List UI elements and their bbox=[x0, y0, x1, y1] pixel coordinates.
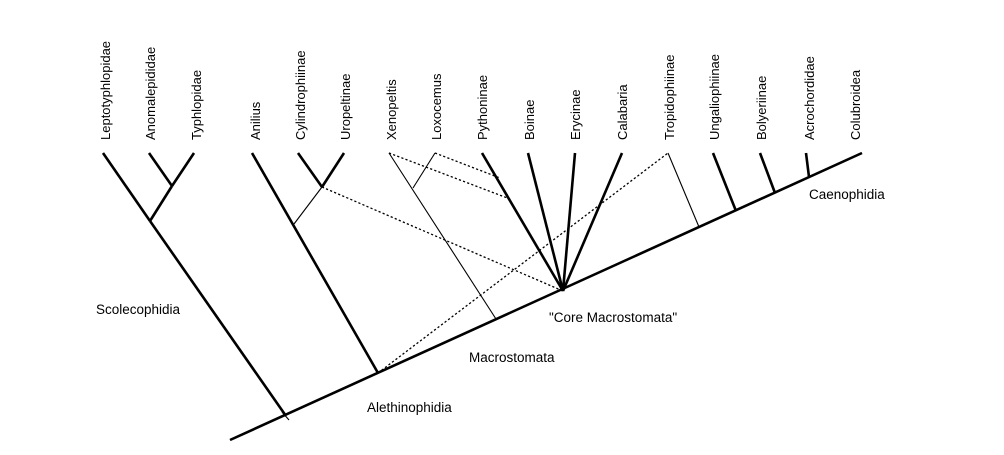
branch-bolyeriinae bbox=[758, 152, 777, 194]
branch-anilius bbox=[250, 152, 380, 374]
taxon-label-erycinae: Erycinae bbox=[568, 89, 583, 140]
branch-uropeltinae bbox=[320, 152, 346, 188]
taxon-label-bolyeriinae: Bolyeriinae bbox=[754, 76, 769, 140]
taxon-label-ungaliophiinae: Ungaliophiinae bbox=[707, 54, 722, 140]
branch-erycinae bbox=[561, 152, 577, 292]
branch-xenopeltis bbox=[388, 152, 497, 320]
branch-tropidophiinae bbox=[667, 152, 700, 228]
dotted-loxocemus-pythoninae bbox=[434, 152, 501, 179]
branch-uropeltoid-stem bbox=[293, 186, 323, 225]
branch-scolecophidia-stem bbox=[148, 220, 288, 417]
node-ticks bbox=[281, 411, 290, 421]
taxon-label-cylindrophiinae: Cylindrophiinae bbox=[293, 50, 308, 140]
branch-typhlopidae bbox=[170, 152, 196, 187]
clade-label-alethinophidia: Alethinophidia bbox=[367, 400, 452, 415]
dotted-branches bbox=[321, 152, 669, 374]
dotted-uropeltoid-core bbox=[321, 186, 564, 292]
clade-label-caenophidia: Caenophidia bbox=[809, 187, 885, 202]
branch-anomalepididae bbox=[147, 152, 174, 187]
taxon-label-typhlopidae: Typhlopidae bbox=[189, 70, 204, 140]
taxon-label-calabaria: Calabaria bbox=[615, 84, 630, 140]
branch-leptotyphlopidae bbox=[101, 152, 152, 222]
taxon-label-boinae: Boinae bbox=[522, 100, 537, 140]
clade-label-scolecophidia: Scolecophidia bbox=[96, 302, 181, 317]
taxon-label-xenopeltis: Xenopeltis bbox=[384, 79, 399, 140]
dotted-alethinophidia-tropidophiinae bbox=[377, 152, 669, 374]
branch-anomalepididae-typhlopidae bbox=[148, 185, 174, 222]
taxon-label-uropeltinae: Uropeltinae bbox=[338, 74, 353, 141]
branch-ungaliophiinae bbox=[711, 152, 738, 212]
taxon-label-acrochordidae: Acrochordidae bbox=[802, 56, 817, 140]
taxon-label-tropidophiinae: Tropidophiinae bbox=[662, 54, 677, 140]
branch-calabaria bbox=[561, 152, 624, 292]
tick-alethinophidia bbox=[281, 411, 290, 421]
taxon-label-loxocemus: Loxocemus bbox=[429, 73, 444, 140]
solid-branches bbox=[101, 151, 863, 442]
dotted-xenopeltis-pythoninae bbox=[388, 152, 511, 200]
clade-label-core-macrostomata: "Core Macrostomata" bbox=[549, 310, 677, 325]
branch-acrochordidae bbox=[804, 152, 811, 178]
branch-main-spine bbox=[229, 151, 863, 442]
tip-labels: Leptotyphlopidae Anomalepididae Typhlopi… bbox=[98, 41, 863, 140]
clade-label-macrostomata: Macrostomata bbox=[469, 350, 555, 365]
clade-labels: Scolecophidia Alethinophidia Macrostomat… bbox=[96, 187, 885, 415]
thin-branches bbox=[293, 152, 700, 320]
branch-pythoninae bbox=[480, 152, 565, 292]
branch-loxocemus bbox=[412, 152, 436, 189]
taxon-label-colubroidea: Colubroidea bbox=[848, 69, 863, 140]
taxon-label-anilius: Anilius bbox=[248, 101, 263, 140]
taxon-label-anomalepididae: Anomalepididae bbox=[143, 47, 158, 140]
taxon-label-pythoninae: Pythoninae bbox=[475, 75, 490, 140]
taxon-label-leptotyphlopidae: Leptotyphlopidae bbox=[98, 41, 113, 140]
branch-boinae bbox=[526, 152, 565, 292]
branch-cylindrophiinae bbox=[296, 152, 324, 188]
